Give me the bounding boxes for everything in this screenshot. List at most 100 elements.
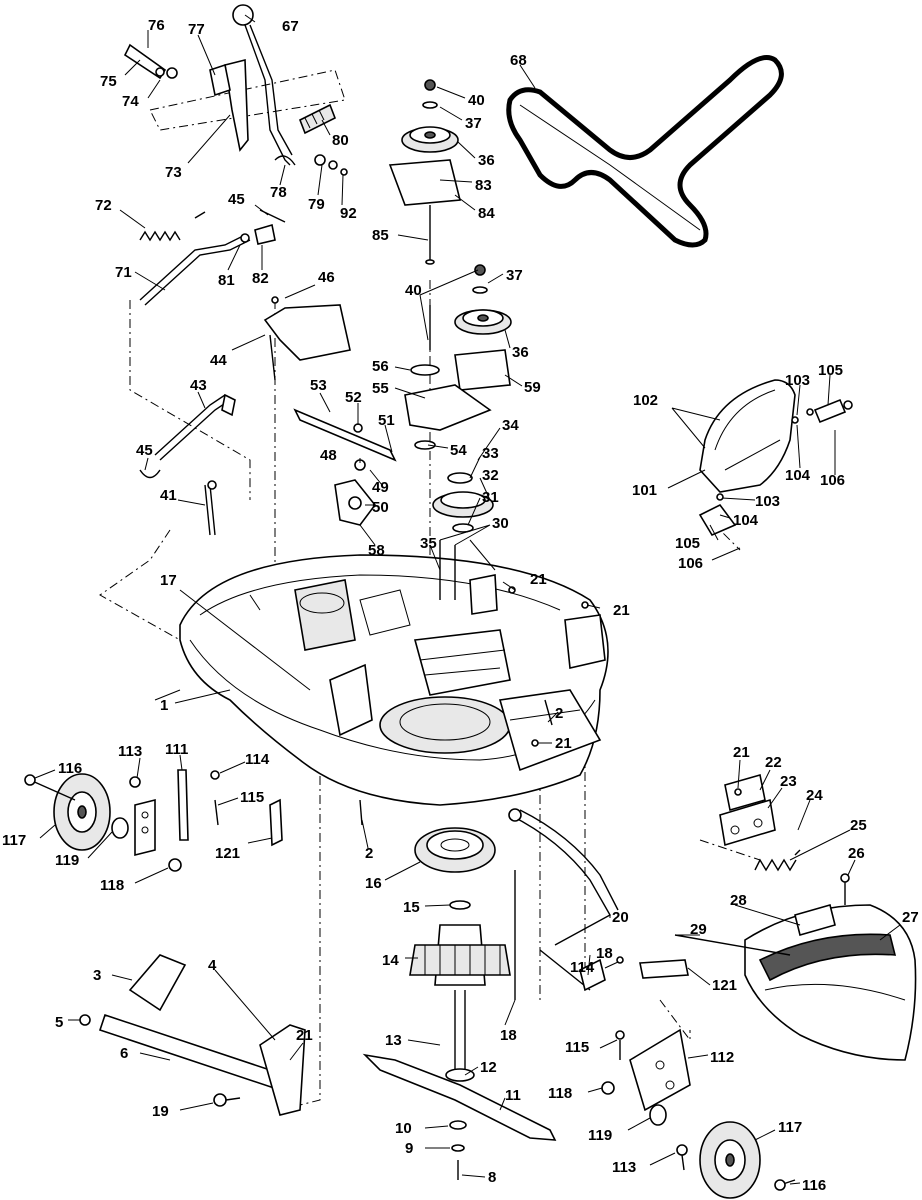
callout-46: 46	[318, 269, 335, 286]
callout-44: 44	[210, 352, 227, 369]
mower-deck-housing	[179, 554, 609, 806]
callout-21: 21	[530, 571, 547, 588]
callout-104: 104	[785, 467, 811, 484]
callout-21e: 21	[733, 744, 750, 761]
callout-40: 40	[468, 92, 485, 109]
callout-1: 1	[160, 697, 168, 714]
callout-79: 79	[308, 196, 325, 213]
discharge-chute-27	[744, 873, 917, 1061]
callout-16: 16	[365, 875, 382, 892]
callout-114b: 114	[570, 959, 595, 976]
left-gauge-wheel	[24, 769, 283, 872]
callout-116b: 116	[802, 1177, 826, 1194]
drive-pulley-stack	[432, 472, 496, 600]
callout-103: 103	[785, 372, 810, 389]
callout-83: 83	[475, 177, 492, 194]
callout-43: 43	[190, 377, 207, 394]
blade-spindle-assembly	[362, 827, 557, 1180]
callout-37: 37	[465, 115, 482, 132]
callout-56: 56	[372, 358, 389, 375]
callout-74: 74	[122, 93, 139, 110]
chute-spring-25	[754, 849, 801, 872]
callout-21d: 21	[296, 1027, 313, 1044]
callout-36: 36	[478, 152, 495, 169]
callout-21b: 21	[613, 602, 630, 619]
callout-72: 72	[95, 197, 112, 214]
callout-121b: 121	[712, 977, 737, 994]
callout-106: 106	[820, 472, 845, 489]
callout-37b: 37	[506, 267, 523, 284]
idler-pulley-stack	[404, 264, 512, 450]
callout-71: 71	[115, 264, 132, 281]
callout-3: 3	[93, 967, 101, 984]
callout-48: 48	[320, 447, 337, 464]
callout-121: 121	[215, 845, 240, 862]
front-hitch-brackets	[79, 954, 306, 1116]
callout-114: 114	[245, 751, 270, 768]
callout-85: 85	[372, 227, 389, 244]
callout-111: 111	[165, 741, 188, 758]
belt-guard-101	[698, 379, 853, 537]
callout-58: 58	[368, 542, 385, 559]
callout-6: 6	[120, 1045, 128, 1062]
callout-4: 4	[208, 957, 217, 974]
callout-117: 117	[2, 832, 26, 849]
callout-119b: 119	[588, 1127, 612, 1144]
spring-72	[139, 211, 206, 242]
callout-113b: 113	[612, 1159, 636, 1176]
callout-115b: 115	[565, 1039, 589, 1056]
callout-84: 84	[478, 205, 495, 222]
callout-29: 29	[690, 921, 707, 938]
callout-18b: 18	[596, 945, 613, 962]
callout-52: 52	[345, 389, 362, 406]
callout-54: 54	[450, 442, 467, 459]
callout-9: 9	[405, 1140, 413, 1157]
callout-105b: 105	[675, 535, 700, 552]
drive-belt	[506, 55, 784, 248]
callout-23: 23	[780, 773, 797, 790]
callout-103b: 103	[755, 493, 780, 510]
callout-81: 81	[218, 272, 235, 289]
callout-45b: 45	[136, 442, 153, 459]
callout-27: 27	[902, 909, 919, 926]
callout-21c: 21	[555, 735, 572, 752]
chute-bracket-22-23	[719, 773, 776, 847]
callout-116: 116	[58, 760, 82, 777]
callout-82: 82	[252, 270, 269, 287]
callout-73: 73	[165, 164, 182, 181]
callout-78: 78	[270, 184, 287, 201]
callout-25: 25	[850, 817, 867, 834]
callout-14: 14	[382, 952, 399, 969]
callout-106b: 106	[678, 555, 703, 572]
callout-19: 19	[152, 1103, 169, 1120]
callout-26: 26	[848, 845, 865, 862]
callout-35: 35	[420, 535, 437, 552]
callout-68: 68	[510, 52, 527, 69]
belt-keeper-20	[508, 808, 619, 1000]
callout-22: 22	[765, 754, 782, 771]
callout-77: 77	[188, 21, 205, 38]
callout-55: 55	[372, 380, 389, 397]
upper-pulley-stack	[388, 79, 462, 265]
callout-80: 80	[332, 132, 349, 149]
callout-33: 33	[482, 445, 499, 462]
callout-118: 118	[100, 877, 124, 894]
callout-67: 67	[282, 18, 299, 35]
lift-link-43	[139, 393, 236, 536]
callout-101: 101	[632, 482, 657, 499]
callout-numbers: 76 77 67 75 74 73 78 79 92 80 72 45 81 8…	[2, 17, 919, 1194]
callout-10: 10	[395, 1120, 412, 1137]
callout-13: 13	[385, 1032, 402, 1049]
lift-lever-assembly	[123, 4, 348, 176]
fasteners	[359, 586, 589, 826]
callout-118b: 118	[548, 1085, 572, 1102]
callout-50: 50	[372, 499, 389, 516]
callout-34: 34	[502, 417, 519, 434]
callout-112: 112	[710, 1049, 734, 1066]
callout-20: 20	[612, 909, 629, 926]
callout-18: 18	[500, 1027, 517, 1044]
callout-59: 59	[524, 379, 541, 396]
callout-12: 12	[480, 1059, 497, 1076]
right-gauge-wheel	[601, 956, 796, 1199]
